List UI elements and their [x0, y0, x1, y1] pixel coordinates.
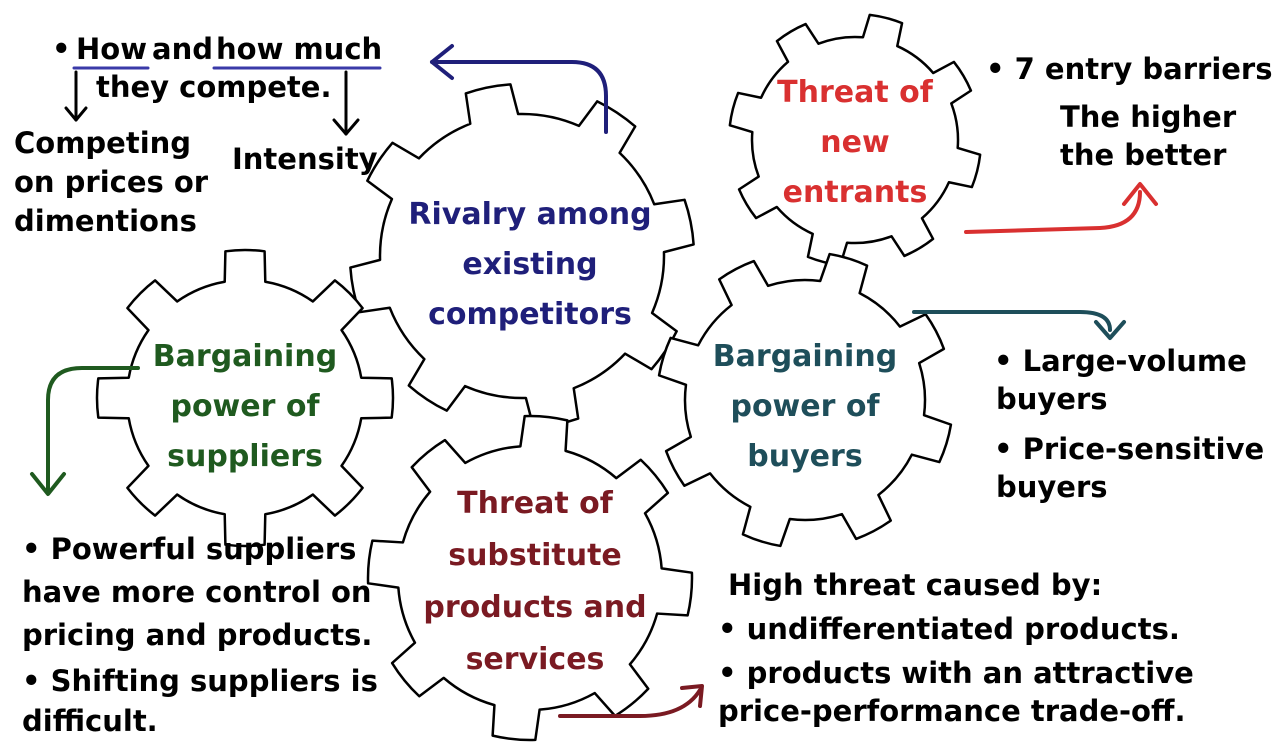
rivalry-and: and [152, 32, 213, 66]
gear-label-line: Threat of [777, 75, 933, 110]
suppliers-note-4: • Shifting suppliers is [22, 664, 378, 698]
gear-label-line: services [465, 642, 605, 677]
gear-label-line: Rivalry among [408, 197, 652, 232]
gear-label-line: buyers [747, 439, 863, 474]
substitutes-arrow-line [558, 688, 702, 718]
substitutes-note-1: • undifferentiated products. [718, 612, 1180, 646]
suppliers-note-1: • Powerful suppliers [22, 532, 357, 566]
new-entrants-arrow-head [1122, 182, 1158, 206]
gear-label-new-entrants: Threat of new entrants [750, 68, 960, 218]
intensity-arrow-head [332, 118, 360, 136]
rivalry-arrow-line [430, 60, 608, 134]
gear-label-line: competitors [428, 297, 632, 332]
suppliers-arrow-head [30, 472, 66, 496]
competing-arrow-head [64, 106, 88, 122]
gear-suppliers [95, 248, 395, 548]
gear-label-line: Bargaining [152, 339, 338, 374]
gear-label-line: power of [170, 389, 320, 424]
rivalry-they-compete: they compete. [96, 70, 332, 104]
gear-label-buyers: Bargaining power of buyers [690, 332, 920, 482]
new-entrants-arrow-line [964, 190, 1142, 234]
gear-label-line: power of [730, 389, 880, 424]
buyers-note-2: buyers [996, 382, 1108, 416]
gear-substitutes [366, 414, 694, 742]
gear-buyers [657, 252, 953, 548]
buyers-note-4: buyers [996, 470, 1108, 504]
rivalry-arrow-head [430, 44, 454, 80]
rivalry-how: How [76, 32, 147, 66]
gear-label-line: entrants [782, 175, 928, 210]
competing-line-3: dimentions [14, 204, 197, 238]
higher-better-line-1: The higher [1060, 100, 1237, 134]
rivalry-how-much: how much [216, 32, 383, 66]
entry-barriers: • 7 entry barriers [986, 52, 1273, 86]
gear-label-line: substitute [448, 538, 622, 573]
gear-label-line: new [820, 125, 890, 160]
intensity-label: Intensity [232, 142, 378, 176]
buyers-arrow-line [912, 310, 1112, 332]
suppliers-note-2: have more control on [22, 575, 372, 609]
gear-label-suppliers: Bargaining power of suppliers [130, 332, 360, 482]
buyers-note-1: • Large-volume [994, 344, 1247, 378]
gear-label-substitutes: Threat of substitute products and servic… [410, 478, 660, 686]
competing-line-2: on prices or [14, 165, 209, 199]
suppliers-note-3: pricing and products. [22, 618, 373, 652]
suppliers-note-5: difficult. [22, 704, 158, 738]
gear-label-rivalry: Rivalry among existing competitors [390, 190, 670, 340]
substitutes-heading: High threat caused by: [728, 568, 1103, 602]
higher-better-line-2: the better [1060, 138, 1227, 172]
gear-new-entrants [728, 13, 982, 267]
gear-label-line: Threat of [457, 486, 613, 521]
rivalry-bullet: • [52, 32, 71, 66]
gear-label-line: Bargaining [712, 339, 898, 374]
substitutes-arrow-head [680, 684, 704, 708]
suppliers-arrow-line [46, 366, 140, 492]
buyers-note-3: • Price-sensitive [994, 432, 1265, 466]
substitutes-note-2: • products with an attractive [718, 656, 1194, 690]
substitutes-note-3: price-performance trade-off. [718, 694, 1186, 728]
gear-label-line: suppliers [167, 439, 323, 474]
buyers-arrow-head [1094, 320, 1126, 340]
gear-label-line: existing [462, 247, 598, 282]
gear-label-line: products and [423, 590, 647, 625]
gear-rivalry [349, 83, 695, 429]
competing-line-1: Competing [14, 126, 192, 160]
